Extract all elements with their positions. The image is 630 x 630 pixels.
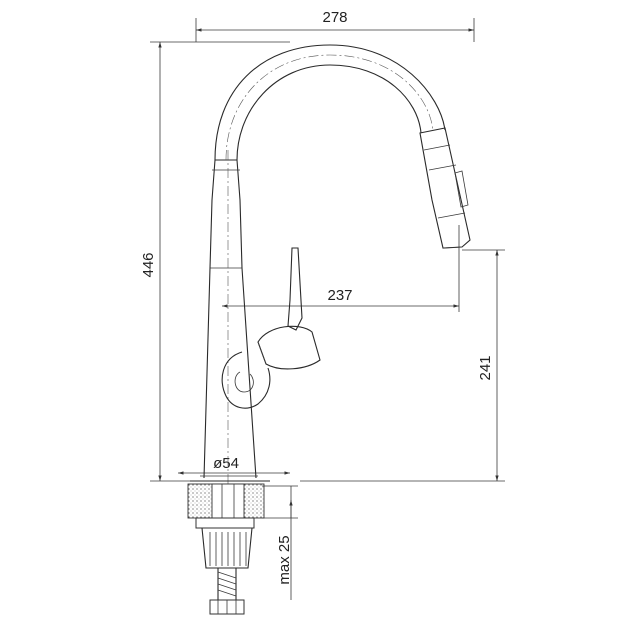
mounting-shank <box>195 517 255 569</box>
counter-thickness-label: max 25 <box>276 535 293 584</box>
counter-section <box>187 483 265 519</box>
gooseneck-spout <box>214 44 446 161</box>
height-label: 446 <box>140 252 157 277</box>
pull-out-spray-head <box>419 127 471 249</box>
handle-lever <box>221 247 321 409</box>
base-diameter-label: ø54 <box>213 455 239 472</box>
spout-height-label: 241 <box>477 355 494 380</box>
faucet-body <box>190 150 270 490</box>
width-label: 278 <box>322 9 347 26</box>
flex-hose <box>209 568 245 615</box>
spout-height-dimension: 241 <box>300 249 505 482</box>
height-dimension: 446 <box>140 41 290 482</box>
width-dimension: 278 <box>195 9 475 42</box>
reach-dimension: 237 <box>222 225 460 312</box>
reach-label: 237 <box>327 287 352 304</box>
base-diameter-dimension: ø54 <box>178 455 290 475</box>
counter-thickness-dimension: max 25 <box>262 485 298 600</box>
